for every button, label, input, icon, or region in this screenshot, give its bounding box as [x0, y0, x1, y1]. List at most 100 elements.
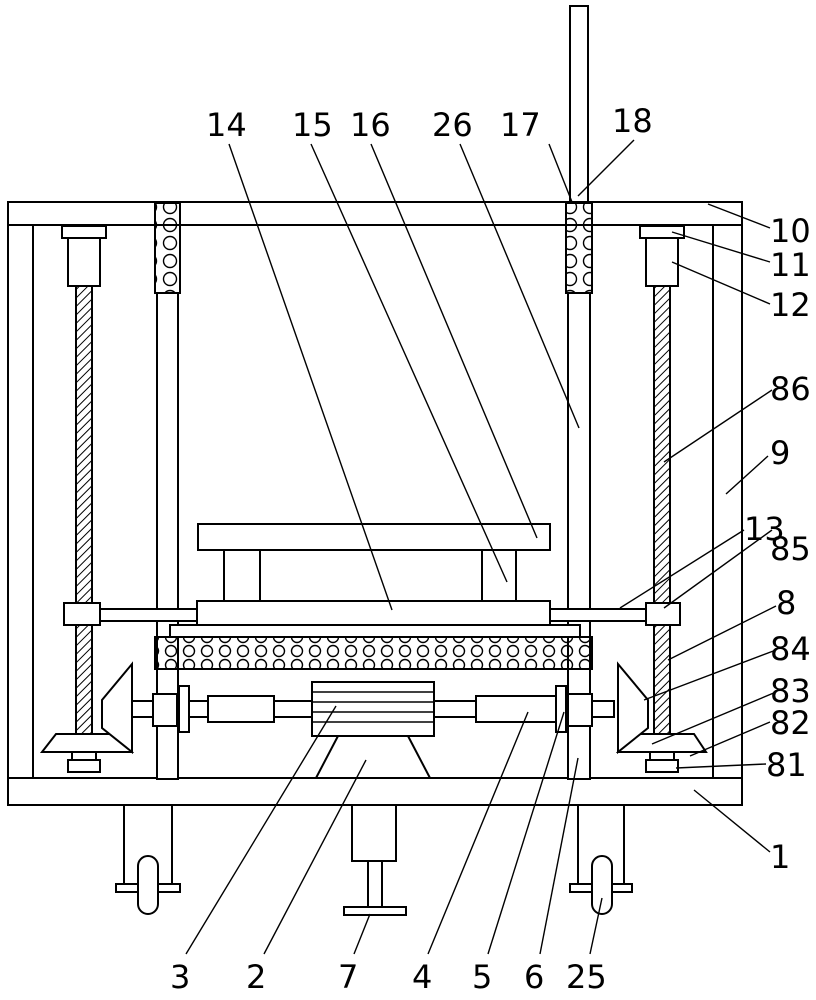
leader-6 — [539, 757, 579, 955]
platform-leg-right — [481, 549, 517, 602]
leader-lines — [185, 139, 777, 955]
label-18: 18 — [612, 102, 653, 140]
left-mount-plate — [61, 225, 107, 239]
top-platform — [197, 523, 551, 551]
label-4: 4 — [412, 958, 432, 996]
leader-7 — [353, 913, 371, 955]
leg-cylinder — [351, 804, 397, 862]
label-3: 3 — [170, 958, 190, 996]
label-2: 2 — [246, 958, 266, 996]
track-top — [169, 624, 581, 638]
rod-top — [569, 5, 589, 203]
leader-4 — [427, 711, 529, 955]
leader-3 — [185, 705, 337, 955]
left-bearing — [152, 693, 178, 727]
leader-18 — [577, 139, 635, 197]
label-1: 1 — [770, 838, 790, 876]
right-bearing-seat — [645, 759, 679, 773]
label-12: 12 — [770, 286, 811, 324]
right-drive-gear — [617, 661, 649, 755]
leader-10 — [707, 203, 771, 229]
housing-right-edge — [407, 735, 431, 779]
right-lead-screw — [653, 285, 671, 753]
right-nut-block — [645, 602, 681, 626]
left-lead-screw — [75, 285, 93, 753]
left-nut-block — [63, 602, 101, 626]
caster-right — [569, 805, 633, 915]
label-84: 84 — [770, 630, 811, 668]
support-leg — [343, 804, 407, 916]
cross-beam — [63, 600, 681, 626]
leader-14 — [228, 143, 393, 611]
label-16: 16 — [350, 106, 391, 144]
label-81: 81 — [766, 746, 807, 784]
label-9: 9 — [770, 434, 790, 472]
caster-left — [115, 805, 181, 915]
platform-leg-left — [223, 549, 261, 602]
left-bearing-seat — [67, 759, 101, 773]
right-coupling — [475, 695, 557, 723]
label-11: 11 — [770, 246, 811, 284]
label-5: 5 — [472, 958, 492, 996]
leader-15 — [310, 143, 508, 583]
label-83: 83 — [770, 672, 811, 710]
right-screw-foot — [649, 751, 675, 761]
right-mount-plate — [639, 225, 685, 239]
leader-1 — [693, 789, 771, 853]
caster-wheel — [591, 855, 613, 915]
leader-5 — [487, 711, 565, 955]
left-screw-foot — [71, 751, 97, 761]
reference-labels: 14 15 16 26 17 18 10 11 12 86 9 13 85 8 … — [170, 102, 811, 996]
leader-2 — [263, 759, 367, 955]
top-plate — [7, 201, 743, 226]
leader-11 — [671, 231, 771, 263]
platform — [197, 523, 551, 602]
left-bearing-block — [154, 202, 181, 294]
right-bearing-flange — [555, 685, 567, 733]
slider-plate — [196, 600, 551, 626]
label-85: 85 — [770, 530, 811, 568]
leader-85 — [663, 529, 773, 609]
label-8: 8 — [776, 584, 796, 622]
leader-17 — [548, 143, 573, 203]
left-drive-gear — [101, 661, 133, 755]
ball-track — [154, 624, 593, 670]
left-motor — [67, 237, 101, 287]
leader-25 — [589, 897, 603, 955]
leader-13 — [619, 529, 745, 609]
label-14: 14 — [206, 106, 247, 144]
label-7: 7 — [338, 958, 358, 996]
leader-84 — [643, 649, 777, 701]
leader-81 — [675, 763, 767, 769]
label-82: 82 — [770, 704, 811, 742]
leader-26 — [459, 143, 580, 429]
leader-8 — [667, 605, 777, 661]
label-13: 13 — [744, 510, 785, 548]
lower-housing — [315, 735, 431, 779]
left-coupling — [207, 695, 275, 723]
label-17: 17 — [500, 106, 541, 144]
label-6: 6 — [524, 958, 544, 996]
base-plate — [7, 777, 743, 806]
leader-9 — [725, 455, 769, 495]
label-10: 10 — [770, 212, 811, 250]
leader-82 — [689, 721, 771, 757]
right-screw-assembly — [615, 225, 708, 773]
leader-16 — [370, 143, 538, 539]
housing-left-edge — [315, 735, 339, 779]
label-86: 86 — [770, 370, 811, 408]
label-15: 15 — [292, 106, 333, 144]
leader-86 — [663, 389, 773, 463]
caster-wheel — [137, 855, 159, 915]
label-26: 26 — [432, 106, 473, 144]
left-screw-assembly — [39, 225, 135, 773]
leg-foot — [343, 906, 407, 916]
leader-83 — [651, 691, 777, 745]
vertical-rod — [569, 5, 589, 203]
right-bearing-block — [565, 202, 593, 294]
leg-rod — [367, 860, 383, 908]
ball-track-plate — [154, 636, 593, 670]
label-25: 25 — [566, 958, 607, 996]
leader-12 — [671, 261, 771, 305]
